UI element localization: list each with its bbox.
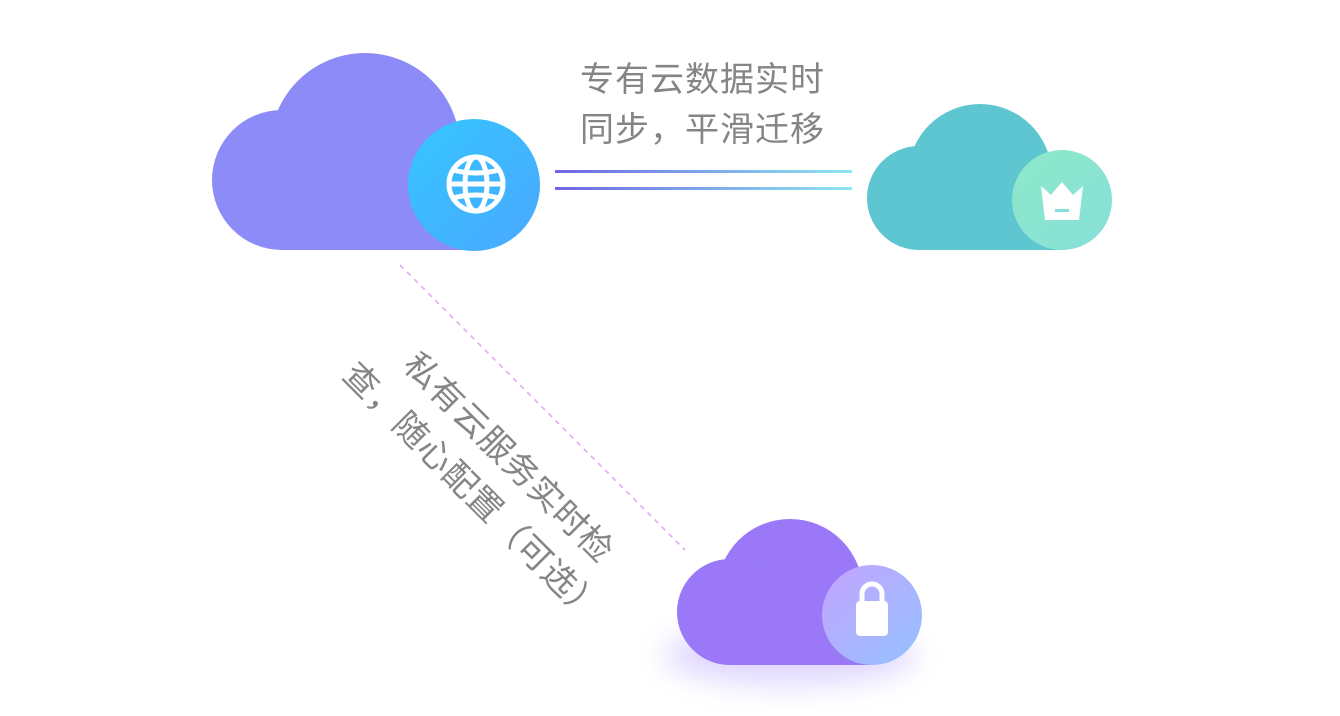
sync-label-line-2: 同步，平滑迁移 [580,110,825,150]
sync-line-bottom [555,187,852,190]
public-cloud [212,53,540,251]
dashed-connector [399,264,686,551]
sync-label-line-1: 专有云数据实时 [580,60,825,100]
globe-icon [446,154,506,214]
dedicated-cloud [867,104,1112,250]
crown-icon [1041,182,1083,220]
lock-icon [856,581,888,636]
private-cloud [665,519,922,685]
sync-label: 专有云数据实时 同步，平滑迁移 [580,55,840,155]
sync-line-top [555,170,852,173]
sync-connector [555,170,852,190]
